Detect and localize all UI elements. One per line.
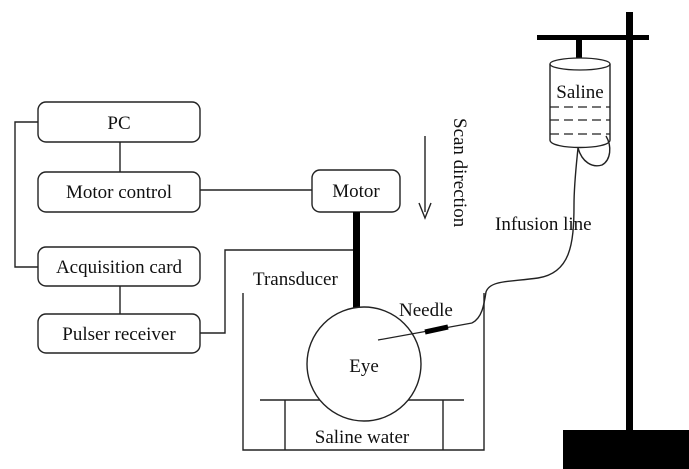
scan-direction-label: Scan direction — [449, 118, 470, 228]
eye-label: Eye — [349, 356, 379, 377]
pulser-to-transducer-wire — [200, 249, 355, 334]
pulser-receiver-label: Pulser receiver — [62, 324, 176, 345]
eye-circle — [306, 306, 422, 422]
needle — [377, 322, 473, 341]
pulser-receiver-block: Pulser receiver — [37, 313, 201, 354]
saline-label: Saline — [556, 82, 604, 103]
pc-to-acquisition-card-wire — [14, 121, 38, 268]
transducer-label: Transducer — [253, 269, 338, 290]
motor-control-block: Motor control — [37, 171, 201, 213]
acquisition-card-block: Acquisition card — [37, 246, 201, 287]
infusion-line — [471, 147, 579, 324]
motor-label: Motor — [332, 181, 380, 202]
iv-stand — [537, 12, 689, 469]
saline-water-label: Saline water — [315, 427, 410, 448]
needle-label: Needle — [399, 300, 453, 321]
water-tank — [242, 293, 485, 451]
scan-direction-arrow — [418, 136, 432, 220]
transducer-rod — [353, 212, 360, 315]
motor-block: Motor — [311, 169, 401, 213]
pc-block: PC — [37, 101, 201, 143]
pc-label: PC — [107, 113, 130, 134]
motor-control-label: Motor control — [66, 182, 172, 203]
saline-bag — [549, 57, 611, 167]
acquisition-card-label: Acquisition card — [56, 257, 183, 278]
infusion-line-label: Infusion line — [495, 214, 592, 235]
